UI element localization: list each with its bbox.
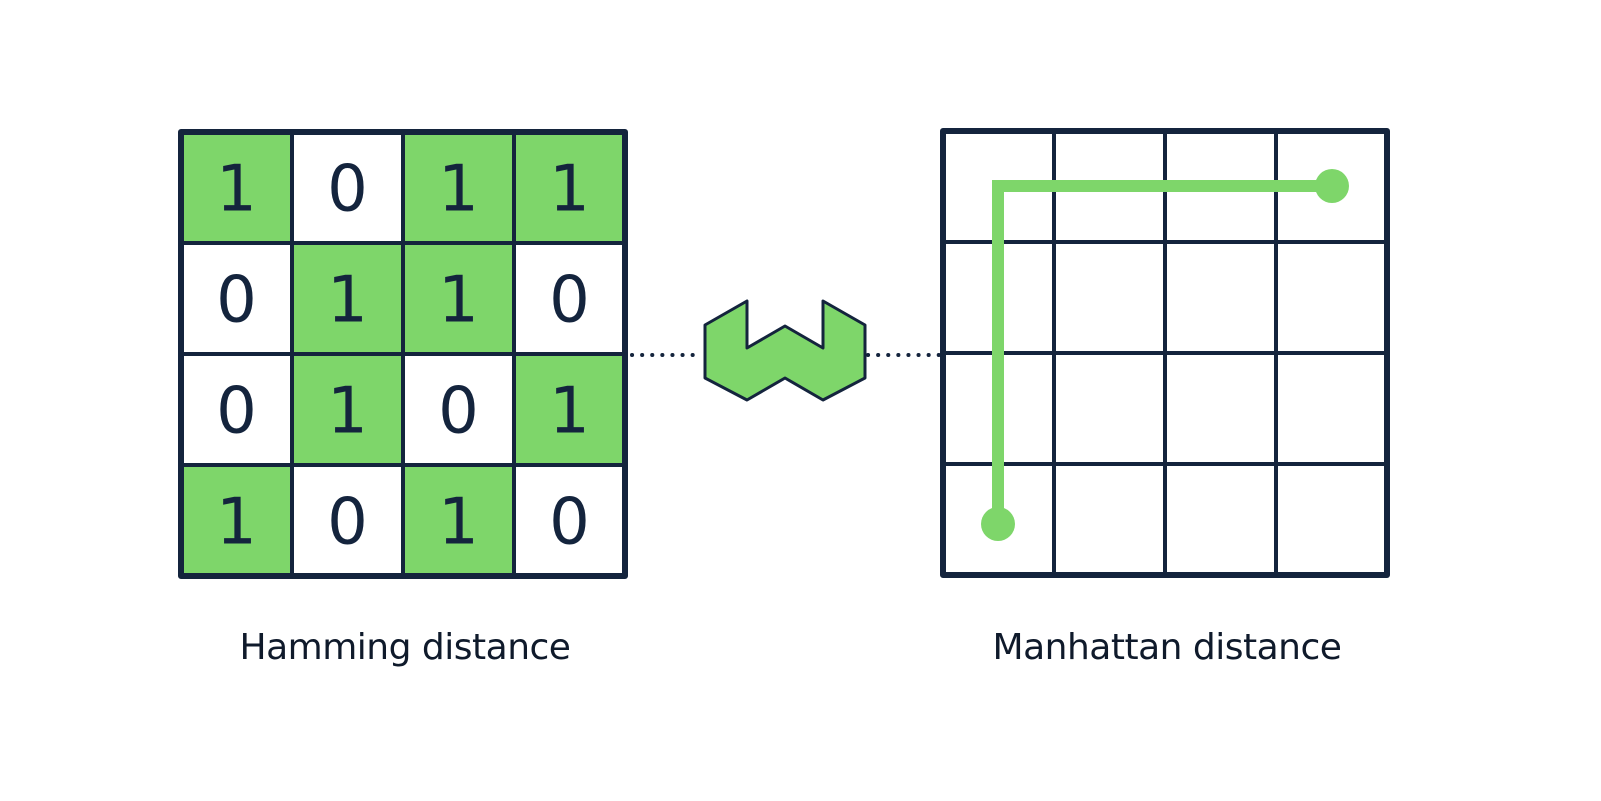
hamming-cell-r1-c2 bbox=[403, 243, 514, 354]
hamming-digit: 1 bbox=[549, 375, 590, 449]
path-start-dot bbox=[981, 507, 1015, 541]
hamming-digit: 1 bbox=[438, 264, 479, 338]
hamming-cell-r2-c3 bbox=[514, 354, 625, 465]
hamming-digit: 1 bbox=[438, 486, 479, 560]
hamming-caption: Hamming distance bbox=[239, 627, 571, 668]
manhattan-path-line bbox=[992, 180, 1332, 524]
hamming-cell-r1-c3 bbox=[514, 243, 625, 354]
w-hexagon-logo-icon bbox=[703, 299, 867, 402]
manhattan-grid bbox=[940, 128, 1390, 578]
path-end-dot bbox=[1315, 169, 1349, 203]
hamming-cell-r0-c3 bbox=[514, 132, 625, 243]
hamming-digit: 1 bbox=[438, 153, 479, 227]
hamming-digit: 1 bbox=[549, 153, 590, 227]
hamming-border bbox=[178, 129, 628, 579]
hamming-digit: 0 bbox=[216, 264, 257, 338]
hamming-cell-r0-c0 bbox=[181, 132, 292, 243]
hamming-digit: 0 bbox=[549, 264, 590, 338]
hamming-cell-r3-c2 bbox=[403, 465, 514, 576]
manhattan-caption: Manhattan distance bbox=[992, 627, 1342, 668]
hamming-cell-r2-c2 bbox=[403, 354, 514, 465]
hamming-cell-r0-c1 bbox=[292, 132, 403, 243]
hamming-digit: 1 bbox=[327, 264, 368, 338]
hamming-cell-r3-c1 bbox=[292, 465, 403, 576]
hamming-cell-r2-c0 bbox=[181, 354, 292, 465]
hamming-cell-r0-c2 bbox=[403, 132, 514, 243]
hamming-digit: 1 bbox=[216, 486, 257, 560]
hamming-digit: 1 bbox=[327, 375, 368, 449]
hamming-cell-r2-c1 bbox=[292, 354, 403, 465]
manhattan-border bbox=[940, 128, 1390, 578]
hamming-digit: 0 bbox=[327, 486, 368, 560]
hamming-digit: 1 bbox=[216, 153, 257, 227]
hamming-digit: 0 bbox=[216, 375, 257, 449]
manhattan-path bbox=[981, 169, 1349, 541]
hamming-cell-r1-c1 bbox=[292, 243, 403, 354]
hamming-cell-r1-c0 bbox=[181, 243, 292, 354]
hamming-cell-r3-c3 bbox=[514, 465, 625, 576]
hamming-digit: 0 bbox=[438, 375, 479, 449]
hamming-cell-r3-c0 bbox=[181, 465, 292, 576]
hamming-digit: 0 bbox=[327, 153, 368, 227]
hamming-digit: 0 bbox=[549, 486, 590, 560]
